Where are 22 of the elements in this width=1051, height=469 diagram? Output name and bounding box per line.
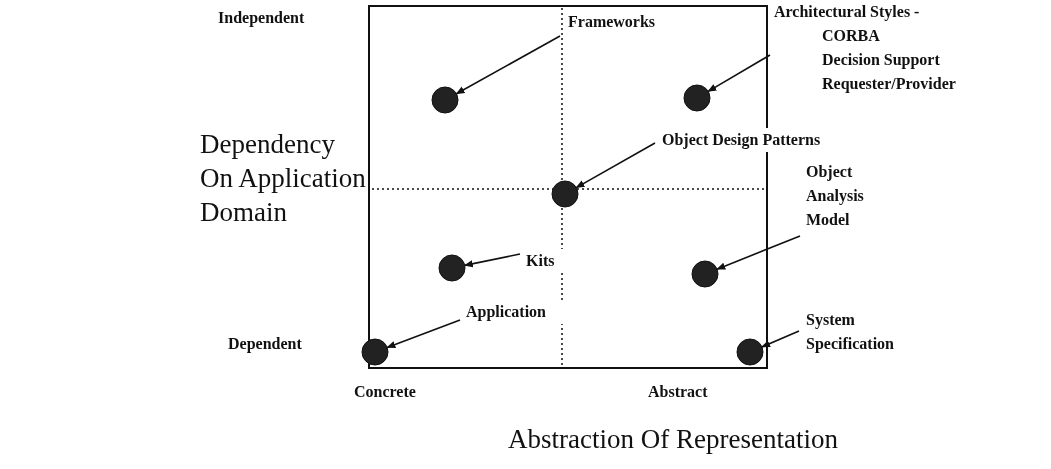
callout-label: CORBA: [822, 26, 880, 46]
leader-arrow: [575, 142, 656, 189]
callout-label: Architectural Styles -: [774, 2, 920, 23]
data-point: [361, 338, 389, 366]
leader-arrow: [707, 54, 771, 93]
data-point: [736, 338, 764, 366]
data-point: [431, 86, 459, 114]
callout-label: Application: [466, 300, 566, 324]
leader-arrow: [463, 253, 521, 268]
axis-title: Abstraction Of Representation: [508, 423, 838, 456]
leader-arrow: [716, 235, 801, 270]
data-point: [438, 254, 466, 282]
leader-arrow: [455, 35, 561, 95]
leader-arrow: [761, 330, 800, 348]
data-point: [691, 260, 719, 288]
data-point: [683, 84, 711, 112]
callout-label: Requester/Provider: [822, 74, 956, 95]
callout-label: Decision Support: [822, 50, 940, 71]
data-point: [551, 180, 579, 208]
leader-arrow: [386, 319, 461, 349]
callout-label: Kits: [526, 249, 566, 273]
axis-title: Dependency On Application Domain: [200, 128, 367, 229]
